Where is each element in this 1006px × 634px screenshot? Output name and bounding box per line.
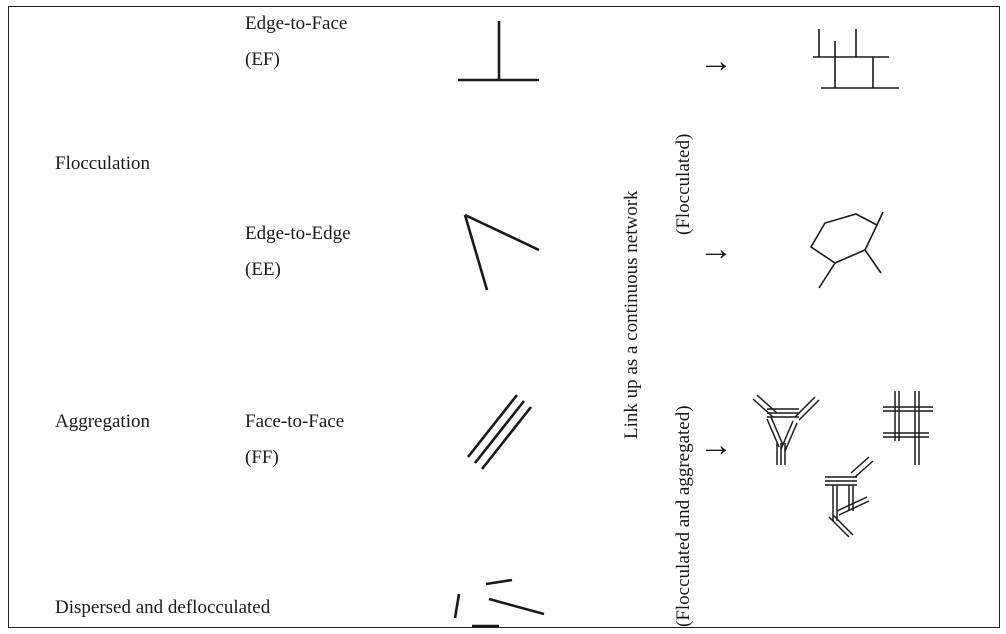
arrow-ee-icon: → <box>699 231 733 268</box>
dispersed-particles <box>453 578 545 627</box>
dispersed-deflocculated-label: Dispersed and deflocculated <box>55 597 271 618</box>
ff-network-twisted <box>825 456 874 538</box>
edge-to-face-particles <box>458 21 539 82</box>
edge-to-edge-label: Edge-to-Edge <box>245 223 351 244</box>
edge-to-face-abbr: (EF) <box>245 49 280 70</box>
figure-frame: Flocculation Aggregation Dispersed and d… <box>8 6 1000 628</box>
face-to-face-label: Face-to-Face <box>245 411 345 432</box>
arrow-ef-icon: → <box>699 43 733 80</box>
ff-network-square <box>883 391 933 465</box>
diagram-sketches <box>453 21 933 627</box>
edge-to-edge-abbr: (EE) <box>245 259 281 280</box>
ff-network-triangle <box>752 394 820 465</box>
face-to-face-abbr: (FF) <box>245 447 279 468</box>
edge-to-edge-particles <box>463 213 540 291</box>
face-to-face-particles <box>466 394 533 470</box>
arrow-ff-icon: → <box>699 427 733 464</box>
aggregation-label: Aggregation <box>55 411 150 432</box>
flocculation-label: Flocculation <box>55 153 150 174</box>
edge-to-face-label: Edge-to-Face <box>245 13 348 34</box>
ef-network-structure <box>813 29 899 89</box>
ee-network-structure <box>809 211 884 289</box>
